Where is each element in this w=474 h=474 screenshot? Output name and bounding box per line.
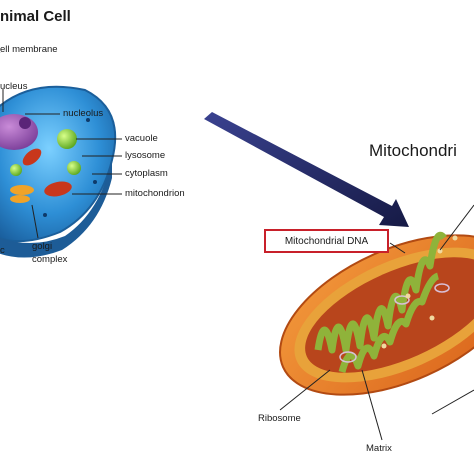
cell-cutaway-wall	[0, 160, 112, 258]
mitochondria-title: Mitochondri	[369, 141, 457, 160]
golgi-leader	[31, 204, 39, 239]
cytoplasm-dot	[43, 213, 47, 217]
mitochondrion-illustration	[279, 204, 474, 441]
vacuole-label: vacuole	[125, 133, 158, 144]
cytoplasm-dot	[93, 180, 97, 184]
golgi-shape-2	[10, 195, 30, 203]
mito-cristae	[314, 231, 447, 354]
matrix-leader	[361, 369, 383, 441]
dna-leader	[389, 242, 406, 254]
transition-arrow	[204, 112, 409, 227]
cell-mitochondrion-shape-2	[22, 148, 42, 166]
vacuole-shape	[57, 129, 77, 149]
mitochondrion-label: mitochondrion	[125, 188, 185, 199]
golgi-label-line1: golgi	[32, 241, 53, 252]
mito-dna-ring	[434, 283, 450, 293]
right-leader	[431, 389, 474, 415]
nucleolus-shape	[19, 117, 31, 129]
mito-granule	[405, 293, 411, 299]
matrix-label: Matrix	[366, 443, 392, 454]
animal-cell-title: nimal Cell	[0, 8, 71, 25]
mito-granule	[381, 343, 387, 349]
mito-dna-ring	[339, 351, 357, 363]
cytoplasm-label: cytoplasm	[125, 168, 168, 179]
mito-cristae-lower	[338, 272, 440, 373]
golgi-label-line2: complex	[32, 254, 68, 265]
top-leader	[439, 204, 474, 251]
golgi-shape	[10, 185, 34, 195]
mito-granule	[452, 235, 458, 241]
cell-mitochondrion-shape	[44, 181, 72, 197]
ribosome-leader	[279, 369, 331, 411]
animal-cell-illustration	[0, 52, 122, 258]
edge-c-label: c	[0, 245, 5, 256]
cell-membrane-label: ell membrane	[0, 44, 58, 55]
nucleus-label: ucleus	[0, 81, 28, 92]
mitochondrial-dna-label: Mitochondrial DNA	[264, 229, 389, 253]
cytoplasm-dot	[86, 118, 90, 122]
vacuole-shape-small	[10, 164, 22, 176]
lysosome-label: lysosome	[125, 150, 166, 161]
mito-granule	[429, 315, 435, 321]
nucleolus-label: nucleolus	[63, 108, 104, 119]
mito-dna-ring	[394, 295, 410, 305]
lysosome-shape	[67, 161, 81, 175]
mito-granule	[437, 248, 443, 254]
ribosome-label: Ribosome	[258, 413, 301, 424]
